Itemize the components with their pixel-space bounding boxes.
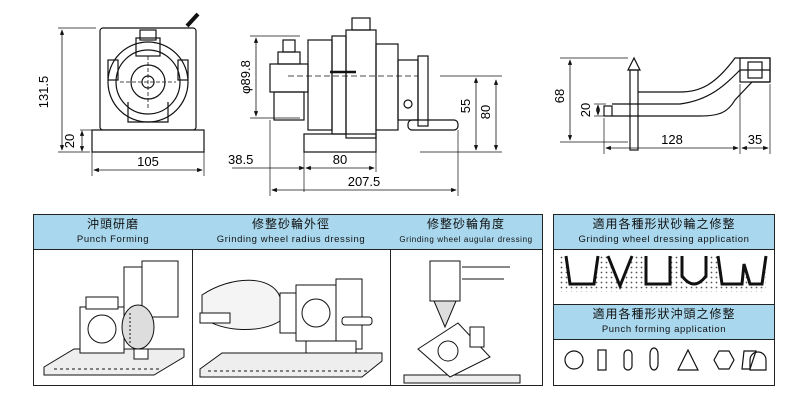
- dim-front-base: 20: [62, 134, 77, 148]
- dim-front-width: 105: [137, 154, 159, 169]
- angular-dressing-title-zh: 修整砂輪角度: [426, 217, 505, 231]
- triangle-shape-icon: [677, 348, 699, 371]
- rectangle-shape-icon: [597, 349, 607, 371]
- dim-side-80-vertical: 80: [478, 105, 493, 119]
- arch-shape-icon: [749, 351, 767, 371]
- angular-dressing-header: 修整砂輪角度 Grinding wheel augular dressing: [390, 215, 542, 250]
- angular-dressing-title-en: Grinding wheel augular dressing: [399, 235, 533, 244]
- punch-forming-app-header: 適用各種形狀沖頭之修整 Punch forming application: [554, 304, 774, 340]
- dim-side-total: 207.5: [348, 174, 381, 189]
- shapes-panel: 適用各種形狀砂輪之修整 Grinding wheel dressing appl…: [553, 214, 775, 386]
- radius-dressing-illustration: [199, 278, 383, 378]
- punch-shapes-illustration: [564, 347, 767, 371]
- punch-forming-header: 沖頭研磨 Punch Forming: [34, 215, 192, 250]
- dim-side-diameter: φ89.8: [238, 60, 253, 94]
- applications-panel: 沖頭研磨 Punch Forming 修整砂輪外徑 Grinding wheel…: [33, 214, 543, 386]
- radius-dressing-title-en: Grinding wheel radius dressing: [216, 234, 366, 245]
- punch-forming-illustration: [43, 260, 185, 376]
- oval-shape-icon: [649, 347, 659, 371]
- side-view: [269, 17, 459, 153]
- dim-side-55: 55: [458, 99, 473, 113]
- wheel-dressing-header: 適用各種形狀砂輪之修整 Grinding wheel dressing appl…: [554, 215, 774, 250]
- radius-dressing-cell: 修整砂輪外徑 Grinding wheel radius dressing: [192, 215, 391, 385]
- circle-shape-icon: [564, 350, 584, 370]
- hexagon-shape-icon: [713, 350, 735, 370]
- punch-forming-app-title-zh: 適用各種形狀沖頭之修整: [592, 307, 736, 321]
- angular-dressing-illustration: [403, 260, 521, 384]
- punch-forming-app-title-en: Punch forming application: [601, 324, 727, 335]
- dim-arm-35: 35: [748, 132, 762, 147]
- angular-dressing-cell: 修整砂輪角度 Grinding wheel augular dressing: [390, 215, 542, 385]
- technical-drawing: 131.5 20 105 φ89.8 55 80 38.5 80 207.5 6…: [36, 12, 771, 196]
- wheel-shapes-illustration: [560, 255, 768, 292]
- radius-dressing-title-zh: 修整砂輪外徑: [251, 217, 330, 231]
- punch-forming-title-en: Punch Forming: [76, 234, 150, 245]
- dim-side-38-5: 38.5: [228, 152, 253, 167]
- rounded-rect-shape-icon: [623, 349, 633, 371]
- punch-forming-cell: 沖頭研磨 Punch Forming: [34, 215, 193, 385]
- punch-forming-title-zh: 沖頭研磨: [86, 217, 139, 231]
- radius-dressing-header: 修整砂輪外徑 Grinding wheel radius dressing: [192, 215, 390, 250]
- front-view: [91, 12, 205, 153]
- arm-view: [603, 56, 771, 151]
- dim-front-height: 131.5: [36, 76, 51, 109]
- dim-arm-68: 68: [552, 89, 567, 103]
- dim-arm-20: 20: [578, 103, 593, 117]
- wheel-dressing-title-zh: 適用各種形狀砂輪之修整: [592, 217, 736, 231]
- dim-arm-128: 128: [661, 132, 683, 147]
- wheel-dressing-title-en: Grinding wheel dressing application: [578, 234, 750, 245]
- dim-side-80-horizontal: 80: [333, 152, 347, 167]
